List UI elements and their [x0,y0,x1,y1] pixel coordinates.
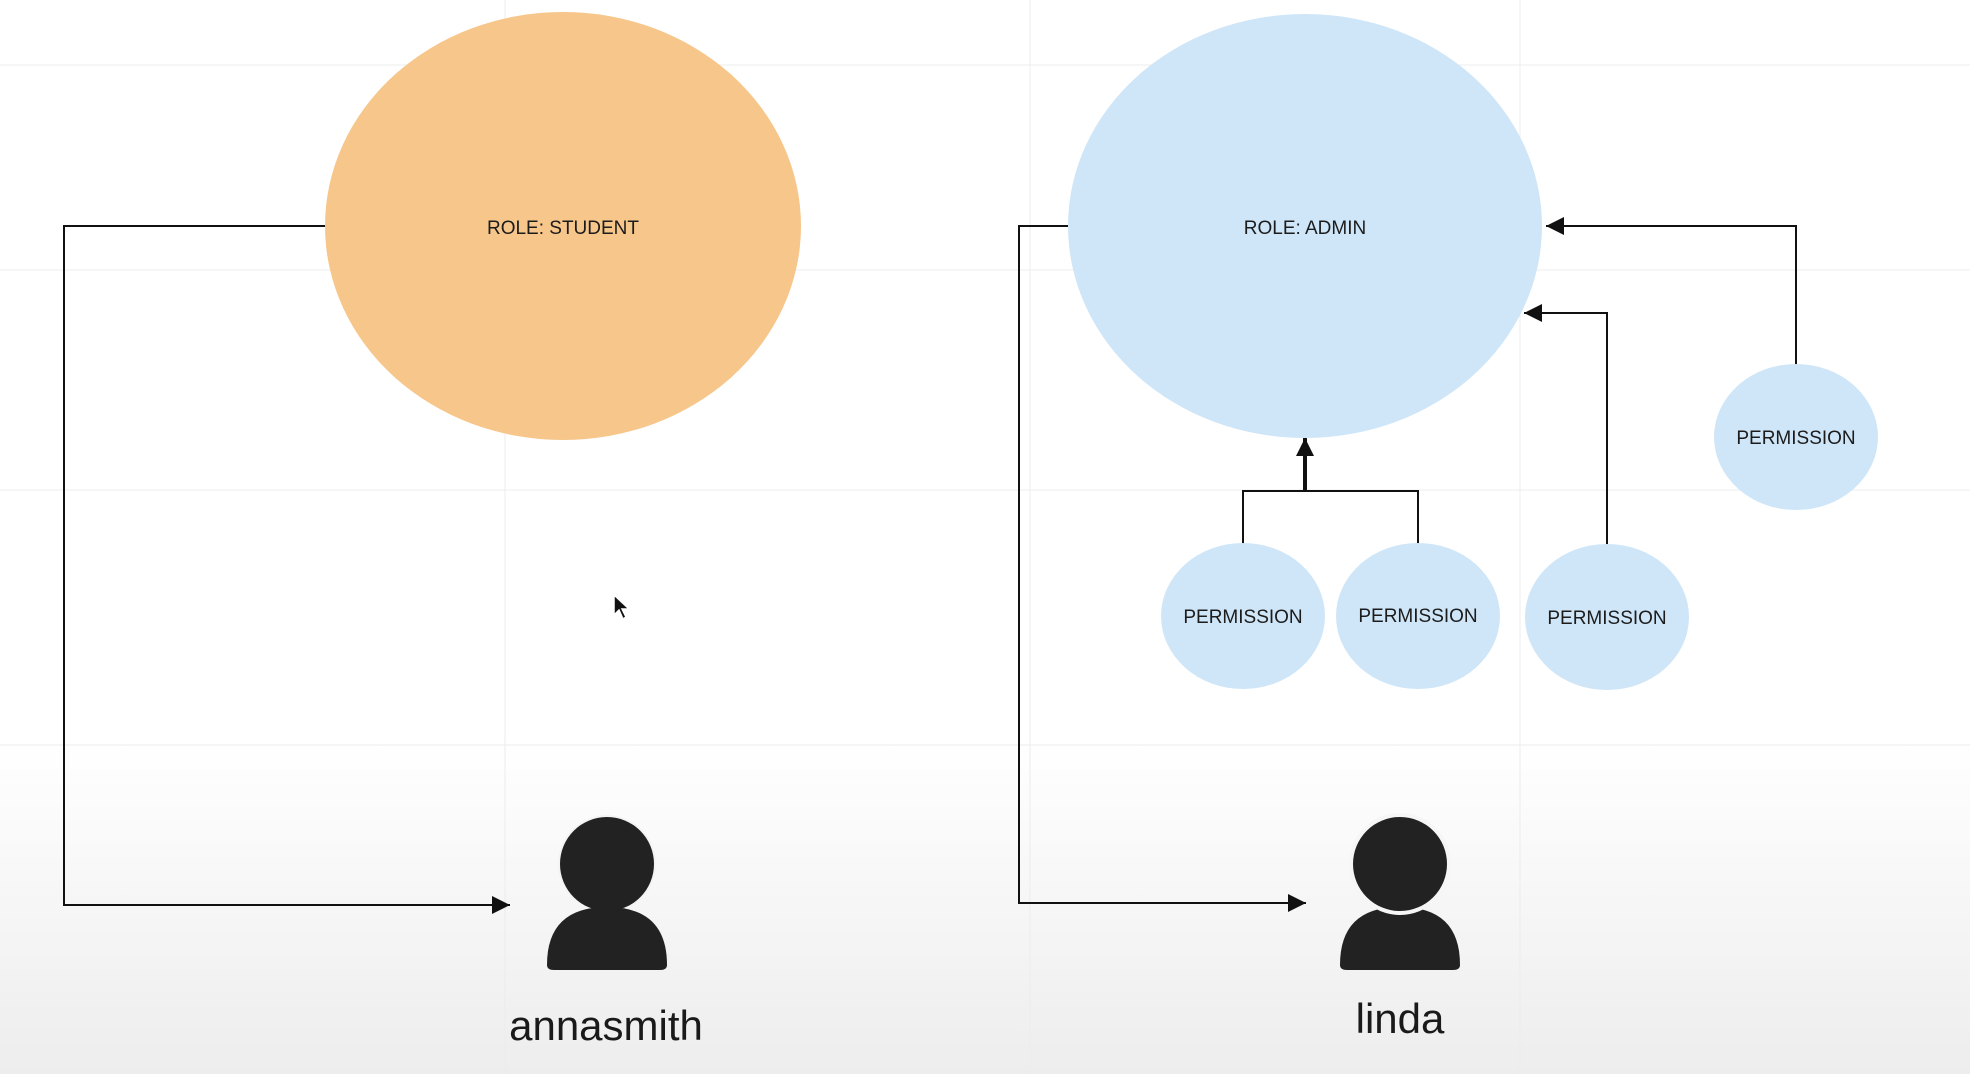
connector-permissions-1-2-bracket [1242,490,1419,545]
permission-label: PERMISSION [1183,607,1302,628]
role-node-admin[interactable]: ROLE: ADMIN [1068,14,1542,438]
person-icon [547,815,667,970]
permission-node-4[interactable]: PERMISSION [1714,364,1878,510]
username-label: linda [1356,995,1445,1042]
user-annasmith[interactable]: annasmith [509,815,703,1049]
connector-permission-4-to-admin [1546,217,1797,366]
permission-label: PERMISSION [1547,608,1666,629]
permission-node-3[interactable]: PERMISSION [1525,544,1689,690]
permission-node-1[interactable]: PERMISSION [1161,543,1325,689]
connector-student-to-annasmith [63,225,510,914]
role-node-student[interactable]: ROLE: STUDENT [325,12,801,440]
role-student-label: ROLE: STUDENT [487,218,639,239]
permission-label: PERMISSION [1736,428,1855,449]
permission-node-2[interactable]: PERMISSION [1336,543,1500,689]
connector-admin-to-linda [1018,225,1306,912]
mouse-cursor-icon [613,593,631,621]
username-label: annasmith [509,1002,703,1049]
user-linda[interactable]: linda [1340,813,1460,1042]
permission-label: PERMISSION [1358,606,1477,627]
role-admin-label: ROLE: ADMIN [1244,218,1366,239]
person-icon [1340,813,1460,970]
connector-permission-3-to-admin [1524,304,1608,545]
